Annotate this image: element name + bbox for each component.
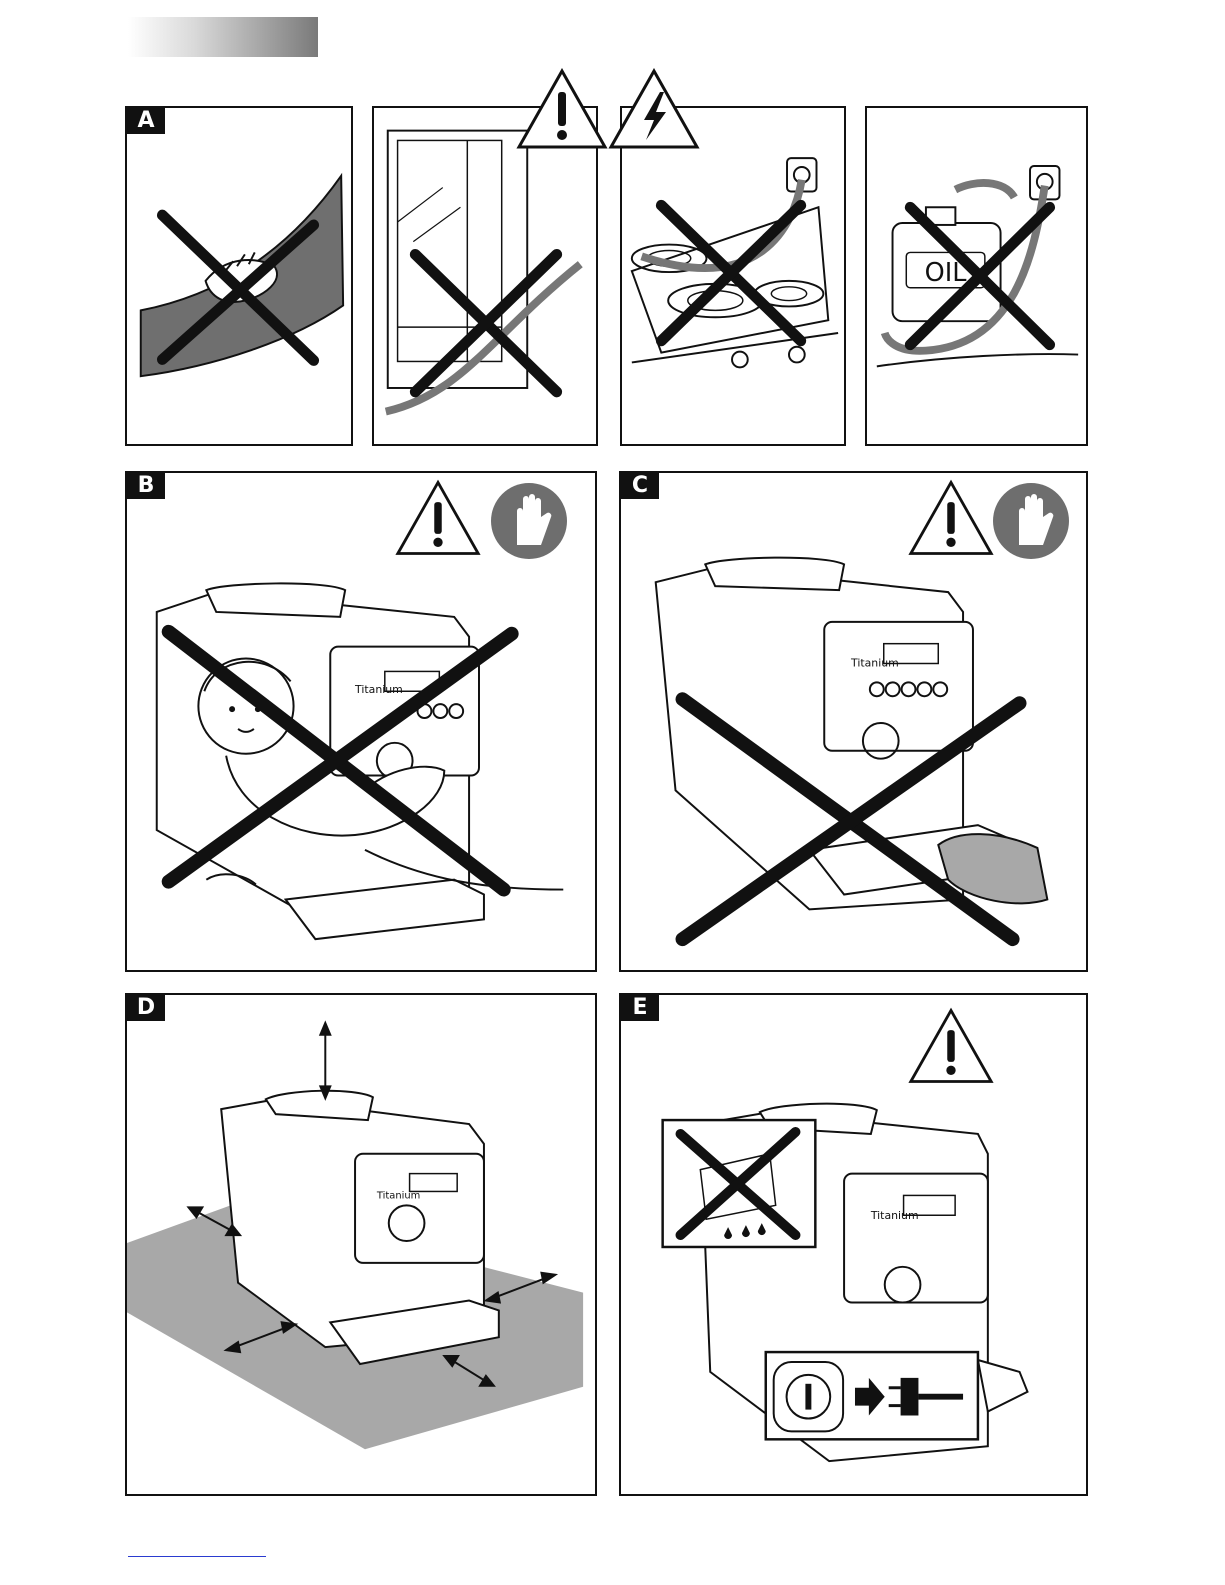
panel-a-oil-cable: OIL bbox=[865, 106, 1088, 446]
warning-triangle-icon bbox=[395, 479, 481, 557]
panel-label: E bbox=[621, 995, 659, 1021]
electric-hazard-icon bbox=[608, 68, 700, 150]
brand-label: Titanium bbox=[376, 1190, 420, 1201]
panel-b-child-safety: B Titanium bbox=[125, 471, 597, 972]
panel-c-cleaning-warning: C Titanium bbox=[619, 471, 1088, 972]
panel-a-label: A bbox=[127, 108, 165, 134]
brand-label: Titanium bbox=[354, 683, 403, 696]
oil-cable-illustration: OIL bbox=[867, 108, 1086, 444]
coffee-machine-unplug-illustration: Titanium bbox=[621, 995, 1086, 1494]
wet-hands-illustration bbox=[127, 108, 351, 444]
panel-a-hot-stove bbox=[620, 106, 846, 446]
window-cable-illustration bbox=[374, 108, 596, 444]
header-gradient-bar bbox=[128, 17, 318, 57]
panel-label: D bbox=[127, 995, 165, 1021]
panel-label: B bbox=[127, 473, 165, 499]
panel-label: C bbox=[621, 473, 659, 499]
panel-d-clearance: D Titanium bbox=[125, 993, 597, 1496]
panel-e-water-unplug: E Titanium bbox=[619, 993, 1088, 1496]
warning-triangle-icon bbox=[908, 1007, 994, 1085]
panel-a-wet-hands: A bbox=[125, 106, 353, 446]
stop-hand-icon bbox=[489, 481, 569, 561]
stop-hand-icon bbox=[991, 481, 1071, 561]
brand-label: Titanium bbox=[850, 656, 899, 669]
hot-stove-illustration bbox=[622, 108, 844, 444]
footer-rule bbox=[128, 1556, 266, 1557]
brand-label: Titanium bbox=[870, 1209, 919, 1222]
coffee-machine-clearance-illustration: Titanium bbox=[127, 995, 595, 1494]
warning-triangle-icon bbox=[908, 479, 994, 557]
warning-triangle-icon bbox=[516, 68, 608, 150]
panel-a-window-cable bbox=[372, 106, 598, 446]
